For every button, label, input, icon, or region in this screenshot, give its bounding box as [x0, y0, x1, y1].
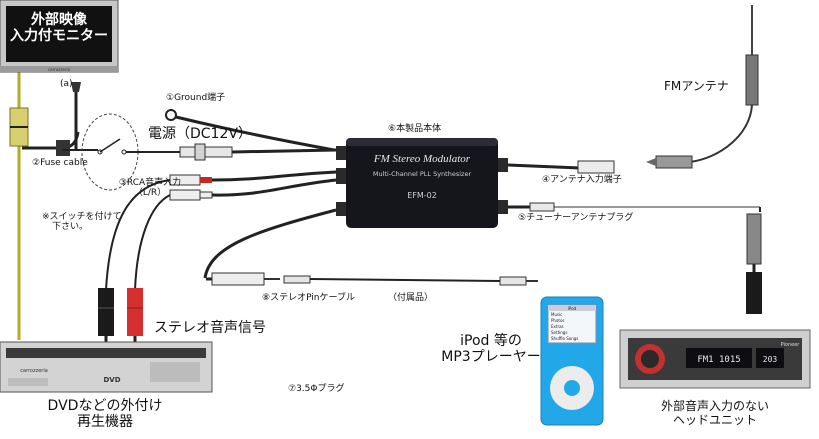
rca-cable-red — [134, 194, 171, 291]
fm-modulator-module: FM Stereo Modulator Multi-Channel PLL Sy… — [336, 138, 508, 228]
label-ipod-line1: iPod 等の — [460, 333, 522, 349]
label-tuner-plug: ⑤チューナーアンテナプラグ — [518, 213, 634, 223]
dvd-player-device: carrozzeria DVD — [0, 341, 213, 393]
ipod-menu-title: iPod — [568, 306, 577, 311]
label-fuse: ②Fuse cable — [32, 158, 88, 168]
fm-antenna-plug — [655, 155, 693, 169]
module-model: EFM-02 — [407, 191, 437, 200]
label-rca: ③RCA音声入力 （L/R） — [100, 178, 200, 199]
ipod-menu-item: Settings — [551, 330, 567, 335]
ipod-menu-item: Shuffle Songs — [551, 336, 578, 341]
monitor-device: carrozzeria — [0, 0, 119, 73]
switch-lever — [99, 138, 121, 153]
label-ipod-line2: MP3プレーヤー — [441, 349, 541, 366]
module-subtitle: Multi-Channel PLL Synthesizer — [373, 170, 472, 178]
label-dvd: DVDなどの外付け 再生機器 — [20, 398, 190, 430]
head-unit-device: FM1 1015 203 Pioneer — [619, 329, 811, 389]
label-stereo-signal: ステレオ音声信号 — [154, 320, 266, 336]
ground-wire — [175, 115, 335, 152]
monitor-label: 外部映像 入力付モニター — [6, 12, 112, 44]
monitor-label-line2: 入力付モニター — [10, 28, 108, 45]
label-head-line1: 外部音声入力のない — [660, 399, 769, 413]
label-switch: ※スイッチを付けて 下さい。 — [42, 212, 122, 233]
antenna-input-jack — [577, 160, 615, 174]
label-accessory: （付属品） — [388, 293, 434, 303]
head-brand: Pioneer — [781, 342, 801, 348]
antenna-adapter-top — [746, 213, 762, 265]
label-rca-line1: ③RCA音声入力 — [118, 178, 182, 188]
label-antenna-in: ④アンテナ入力端子 — [542, 175, 622, 185]
ipod-menu-item: Photos — [551, 318, 565, 323]
power-plug — [179, 146, 233, 158]
label-switch-line2: 下さい。 — [52, 222, 89, 233]
rca-plug-black — [98, 288, 114, 336]
fm-antenna-body — [745, 54, 759, 106]
label-a: (a) — [60, 79, 73, 89]
ipod-menu-item: Extras — [551, 324, 564, 329]
plug-3-5-left — [283, 275, 311, 284]
label-head-line2: ヘッドユニット — [672, 412, 757, 427]
label-dvd-line2: 再生機器 — [77, 414, 133, 431]
fm-antenna-cable — [689, 104, 753, 163]
dvd-logo: DVD — [103, 376, 120, 384]
ipod-menu-item: Music — [551, 312, 562, 317]
label-head: 外部音声入力のない ヘッドユニット — [630, 399, 800, 428]
label-ipod: iPod 等の MP3プレーヤー — [436, 333, 546, 365]
stereo-pin-cable — [203, 208, 337, 279]
stereo-cable-jack — [211, 272, 265, 286]
a-connector — [71, 82, 81, 92]
label-ground: ①Ground端子 — [166, 93, 226, 103]
dvd-brand: carrozzeria — [20, 368, 48, 374]
label-rca-line2: （L/R） — [133, 188, 167, 199]
label-fm-antenna: FMアンテナ — [664, 79, 729, 93]
module-title: FM Stereo Modulator — [373, 153, 471, 165]
label-plug35: ⑦3.5Φプラグ — [288, 384, 345, 394]
head-display: FM1 1015 — [697, 355, 740, 365]
rca-cable-black — [105, 179, 171, 291]
label-power: 電源（DC12V） — [148, 126, 252, 142]
label-switch-line1: ※スイッチを付けて — [42, 212, 122, 222]
tuner-antenna-plug — [529, 202, 555, 212]
head-digits: 203 — [763, 355, 778, 364]
monitor-brand: carrozzeria — [48, 67, 71, 72]
ground-ring-terminal — [165, 109, 177, 121]
label-main-unit: ⑥本製品本体 — [388, 124, 442, 134]
monitor-label-line1: 外部映像 — [31, 12, 87, 28]
plug-3-5-right — [499, 276, 527, 286]
antenna-adapter-bottom — [746, 272, 762, 314]
label-dvd-line1: DVDなどの外付け — [47, 398, 163, 414]
rca-plug-red — [127, 288, 143, 336]
label-stereo-cable: ⑧ステレオPinケーブル — [262, 293, 355, 303]
